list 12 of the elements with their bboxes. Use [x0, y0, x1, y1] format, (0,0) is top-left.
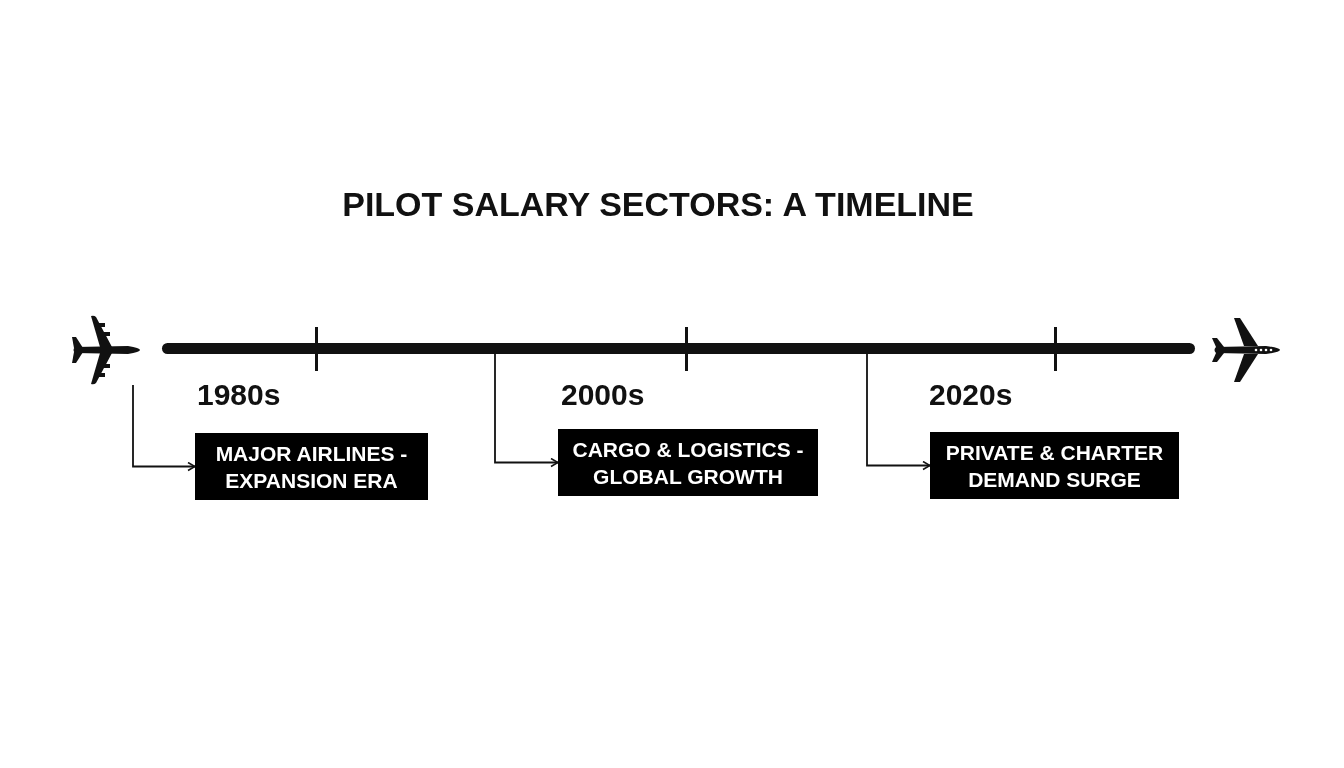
year-label: 1980s: [197, 378, 281, 412]
timeline-bar: [162, 343, 1195, 354]
title: PILOT SALARY SECTORS: A TIMELINE: [342, 184, 974, 224]
elbow-arrow: [494, 353, 559, 468]
event-box: CARGO & LOGISTICS - GLOBAL GROWTH: [558, 429, 818, 496]
event-box: PRIVATE & CHARTER DEMAND SURGE: [930, 432, 1179, 499]
elbow-arrow: [866, 353, 931, 471]
airplane-icon: [72, 315, 140, 385]
year-label: 2020s: [929, 378, 1013, 412]
event-box: MAJOR AIRLINES - EXPANSION ERA: [195, 433, 428, 500]
year-label: 2000s: [561, 378, 645, 412]
elbow-arrow: [132, 384, 196, 472]
